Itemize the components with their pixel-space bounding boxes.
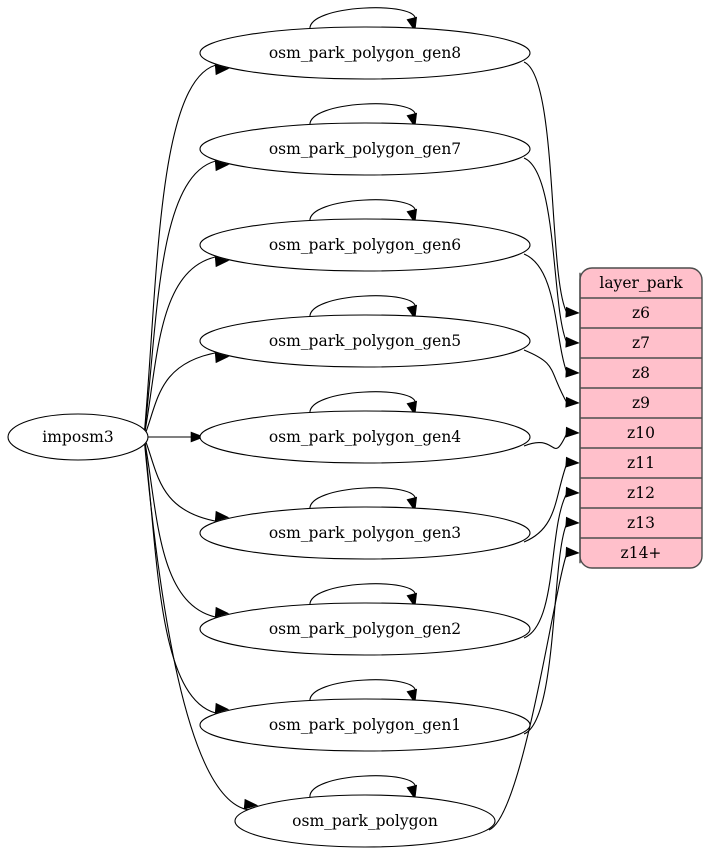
self-loop-arrow-osm_park_polygon_gen5 [406,304,418,320]
table-row-label-z7[interactable]: z7 [632,334,650,352]
table-row-label-z10[interactable]: z10 [627,424,655,442]
edges-layer [143,7,580,831]
edge-imposm3-to-osm_park_polygon_gen1 [143,436,220,715]
table-layer: layer_park z6 z7 z8 z9 z10 z11 z12 z13 z14+ [579,267,703,569]
nodes-layer: imposm3 osm_park_polygon_gen8 osm_park_pol… [7,26,531,848]
edge-arrow-osm_park_polygon_gen6-z8 [565,366,580,378]
self-loop-arrow-osm_park_polygon [406,784,418,800]
self-loop-osm_park_polygon_gen7 [309,103,416,127]
table-row-label-z12[interactable]: z12 [627,484,655,502]
edge-osm_park_polygon_gen6-to-z8 [523,253,568,374]
edge-imposm3-to-osm_park_polygon_gen2 [143,436,220,619]
self-loop-arrow-osm_park_polygon_gen7 [406,112,418,128]
self-loop-osm_park_polygon_gen2 [309,583,416,607]
edge-imposm3-to-osm_park_polygon_gen7 [143,159,220,438]
self-loop-arrow-osm_park_polygon_gen2 [406,592,418,608]
edge-osm_park_polygon_gen4-to-z10 [523,432,568,449]
self-loop-arrow-osm_park_polygon_gen4 [406,400,418,416]
edge-imposm3-to-osm_park_polygon_gen5 [143,351,220,438]
edge-osm_park_polygon_gen5-to-z9 [523,349,568,404]
node-label-osm_park_polygon_gen4: osm_park_polygon_gen4 [269,428,461,446]
edge-arrow-imposm3-osm_park_polygon_gen8 [214,64,230,76]
table-row-label-z13[interactable]: z13 [627,514,655,532]
node-osm_park_polygon_gen4[interactable] [199,410,531,464]
node-osm_park_polygon_gen7[interactable] [199,122,531,176]
table-row-label-z6[interactable]: z6 [632,304,650,322]
self-loop-osm_park_polygon_gen5 [309,295,416,319]
edge-osm_park_polygon_gen8-to-z6 [523,61,568,314]
edge-arrow-osm_park_polygon_gen4-z10 [565,426,580,438]
self-loop-osm_park_polygon [309,775,416,799]
self-loop-osm_park_polygon_gen6 [309,199,416,223]
edge-imposm3-to-osm_park_polygon_gen6 [143,255,220,438]
node-label-imposm3: imposm3 [42,428,113,446]
node-osm_park_polygon_gen1[interactable] [199,698,531,752]
edge-osm_park_polygon_gen2-to-z12 [523,492,568,639]
edge-osm_park_polygon_gen1-to-z13 [523,522,568,735]
edge-arrow-imposm3-osm_park_polygon_gen4 [190,431,205,443]
edge-arrow-imposm3-osm_park_polygon_gen2 [214,606,230,618]
self-loop-arrow-osm_park_polygon_gen1 [406,688,418,704]
node-label-osm_park_polygon_gen6: osm_park_polygon_gen6 [269,236,461,254]
node-label-osm_park_polygon_gen8: osm_park_polygon_gen8 [269,44,461,62]
self-loop-osm_park_polygon_gen8 [309,7,416,31]
self-loop-arrow-osm_park_polygon_gen3 [406,496,418,512]
node-label-osm_park_polygon_gen2: osm_park_polygon_gen2 [269,620,461,638]
edge-osm_park_polygon-to-z14+ [488,552,568,831]
edge-arrow-osm_park_polygon_gen1-z13 [565,516,580,528]
self-loop-arrow-osm_park_polygon_gen8 [406,16,418,32]
edge-arrow-imposm3-osm_park_polygon [243,798,259,810]
edge-arrow-imposm3-osm_park_polygon_gen5 [214,352,230,364]
edge-imposm3-to-osm_park_polygon [143,436,249,811]
node-osm_park_polygon_gen5[interactable] [199,314,531,368]
table-row-label-z9[interactable]: z9 [632,394,650,412]
table-header-label: layer_park [599,274,683,292]
edge-arrow-imposm3-osm_park_polygon_gen3 [214,510,230,522]
node-osm_park_polygon_gen3[interactable] [199,506,531,560]
node-label-osm_park_polygon_gen1: osm_park_polygon_gen1 [269,716,461,734]
edge-osm_park_polygon_gen3-to-z11 [523,462,568,543]
node-label-osm_park_polygon_gen3: osm_park_polygon_gen3 [269,524,461,542]
self-loop-osm_park_polygon_gen3 [309,487,416,511]
self-loop-osm_park_polygon_gen1 [309,679,416,703]
edge-arrow-imposm3-osm_park_polygon_gen6 [214,256,230,268]
edge-arrow-imposm3-osm_park_polygon_gen1 [214,702,230,714]
node-osm_park_polygon[interactable] [234,794,496,848]
table-row-label-z8[interactable]: z8 [632,364,650,382]
node-label-osm_park_polygon_gen7: osm_park_polygon_gen7 [269,140,461,158]
edge-osm_park_polygon_gen7-to-z7 [523,157,568,344]
edge-imposm3-to-osm_park_polygon_gen8 [143,63,220,438]
node-osm_park_polygon_gen2[interactable] [199,602,531,656]
edge-arrow-imposm3-osm_park_polygon_gen7 [214,160,230,172]
edge-imposm3-to-osm_park_polygon_gen3 [143,436,220,523]
edge-arrow-osm_park_polygon-z14+ [565,546,580,558]
node-imposm3[interactable] [7,413,149,461]
edge-arrow-osm_park_polygon_gen5-z9 [565,396,580,408]
table-row-label-z14+[interactable]: z14+ [621,544,662,562]
node-osm_park_polygon_gen8[interactable] [199,26,531,80]
edge-arrow-osm_park_polygon_gen7-z7 [565,336,580,348]
node-label-osm_park_polygon: osm_park_polygon [292,812,438,830]
edge-arrow-osm_park_polygon_gen2-z12 [565,486,580,498]
self-loop-osm_park_polygon_gen4 [309,391,416,415]
edge-arrow-osm_park_polygon_gen3-z11 [565,456,580,468]
node-osm_park_polygon_gen6[interactable] [199,218,531,272]
edge-arrow-osm_park_polygon_gen8-z6 [565,306,580,318]
self-loop-arrow-osm_park_polygon_gen6 [406,208,418,224]
table-row-label-z11[interactable]: z11 [627,454,655,472]
node-label-osm_park_polygon_gen5: osm_park_polygon_gen5 [269,332,461,350]
